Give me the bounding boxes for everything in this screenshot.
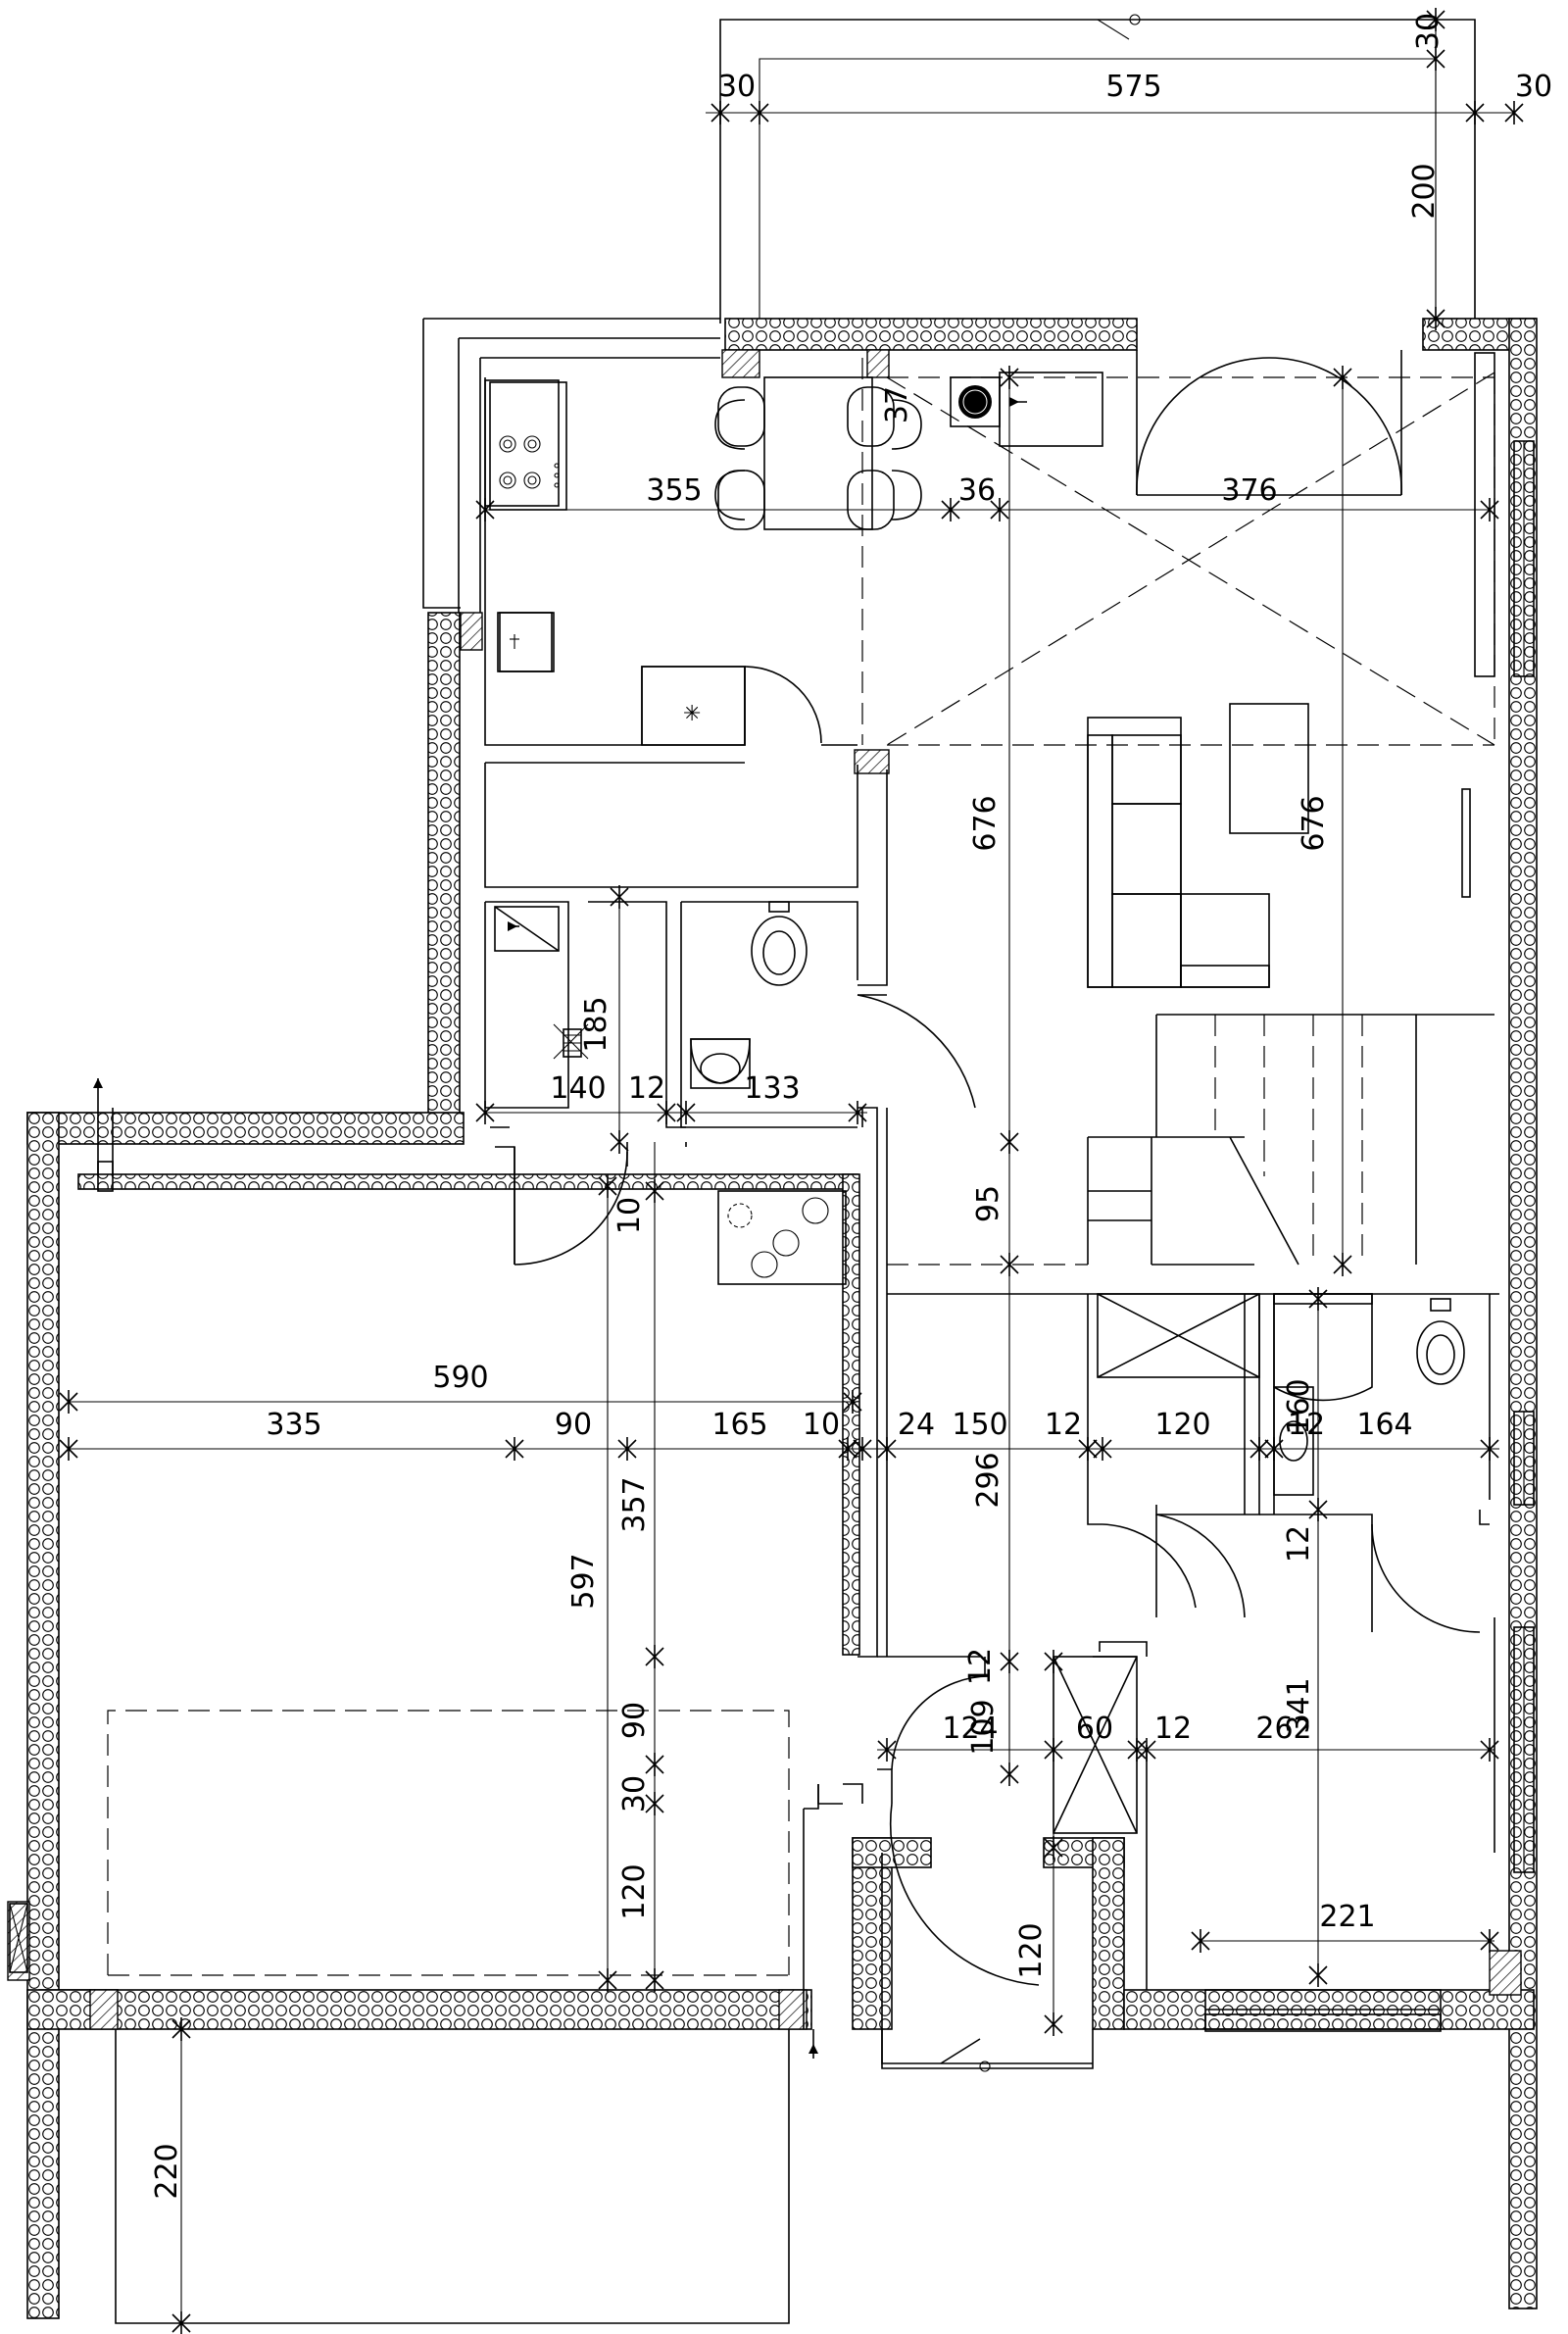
bathroom — [1097, 1293, 1481, 1633]
dimension-d676b: 676 — [1297, 795, 1331, 851]
dimension-d575: 575 — [1105, 70, 1161, 104]
dimension-d150: 150 — [952, 1408, 1007, 1442]
dimension-d30a: 30 — [718, 70, 756, 104]
boiler-room — [494, 906, 589, 1060]
dimension-labels: 30 575 30 30 200 37 355 36 376 676 676 185 140 12 133 1… — [150, 13, 1552, 2200]
dimension-d10b: 10 — [803, 1408, 840, 1442]
dimension-d90b: 90 — [617, 1702, 652, 1739]
interior-walls — [422, 318, 1499, 2069]
dimension-d36: 36 — [958, 473, 996, 508]
kitchen: ✳ — [484, 379, 858, 746]
dimension-d30d: 30 — [617, 1775, 652, 1813]
sofa — [1087, 703, 1471, 988]
dimension-d120c: 120 — [1014, 1922, 1049, 1978]
dining-set — [714, 376, 922, 530]
terrace-doors — [1136, 350, 1402, 496]
dimension-d341: 341 — [1282, 1677, 1316, 1733]
dimension-d12a: 12 — [628, 1071, 665, 1106]
dimension-d60: 60 — [1076, 1712, 1113, 1746]
dimension-d140: 140 — [550, 1071, 606, 1106]
dimension-d296: 296 — [971, 1452, 1005, 1508]
chimney — [950, 372, 1103, 447]
dimension-d12b: 12 — [1045, 1408, 1082, 1442]
dimension-d30c: 30 — [1411, 13, 1446, 50]
ceiling-opening — [861, 358, 1495, 746]
dimension-d37: 37 — [880, 386, 914, 423]
dimension-d200: 200 — [1407, 163, 1442, 219]
dimension-d95: 95 — [971, 1185, 1005, 1222]
columns — [7, 349, 1522, 2030]
dimension-d120b: 120 — [617, 1863, 652, 1919]
dimension-d220: 220 — [150, 2143, 184, 2199]
svg-text:✳: ✳ — [683, 702, 701, 726]
dimension-d12e: 12 — [963, 1648, 998, 1685]
dimension-d221: 221 — [1319, 1900, 1375, 1934]
dimension-d30b: 30 — [1515, 70, 1552, 104]
dimension-d185: 185 — [579, 996, 613, 1052]
windows — [97, 352, 1535, 1873]
dimension-d357: 357 — [617, 1476, 652, 1532]
dimension-lines — [69, 15, 1514, 2328]
dimension-d12c: 12 — [1288, 1408, 1325, 1442]
garage — [9, 1147, 847, 2324]
dimension-ticks — [59, 8, 1524, 2334]
dimension-d24: 24 — [898, 1408, 935, 1442]
dimension-d335: 335 — [266, 1408, 321, 1442]
dimension-d10a: 10 — [612, 1197, 647, 1234]
dimension-d160: 160 — [1282, 1378, 1316, 1434]
dimension-d120a: 120 — [1154, 1408, 1210, 1442]
entrance — [93, 1078, 1093, 2072]
dimension-d165: 165 — [711, 1408, 767, 1442]
dimension-d109: 109 — [966, 1699, 1001, 1755]
dimension-d164: 164 — [1356, 1408, 1412, 1442]
dimension-d262: 262 — [1255, 1712, 1311, 1746]
dimension-d90a: 90 — [555, 1408, 592, 1442]
dimension-d376: 376 — [1221, 473, 1277, 508]
dimension-d590: 590 — [432, 1361, 488, 1395]
dimension-d124: 124 — [942, 1712, 998, 1746]
terrace-outline — [719, 14, 1476, 323]
dimension-d355: 355 — [646, 473, 702, 508]
dimension-d597: 597 — [566, 1553, 601, 1609]
dimension-d676a: 676 — [968, 795, 1003, 851]
dimension-d133: 133 — [744, 1071, 800, 1106]
dimension-d12d: 12 — [1282, 1525, 1316, 1563]
dimension-d12f: 12 — [1154, 1712, 1192, 1746]
stairs — [1087, 1014, 1494, 1266]
wc — [690, 901, 976, 1109]
